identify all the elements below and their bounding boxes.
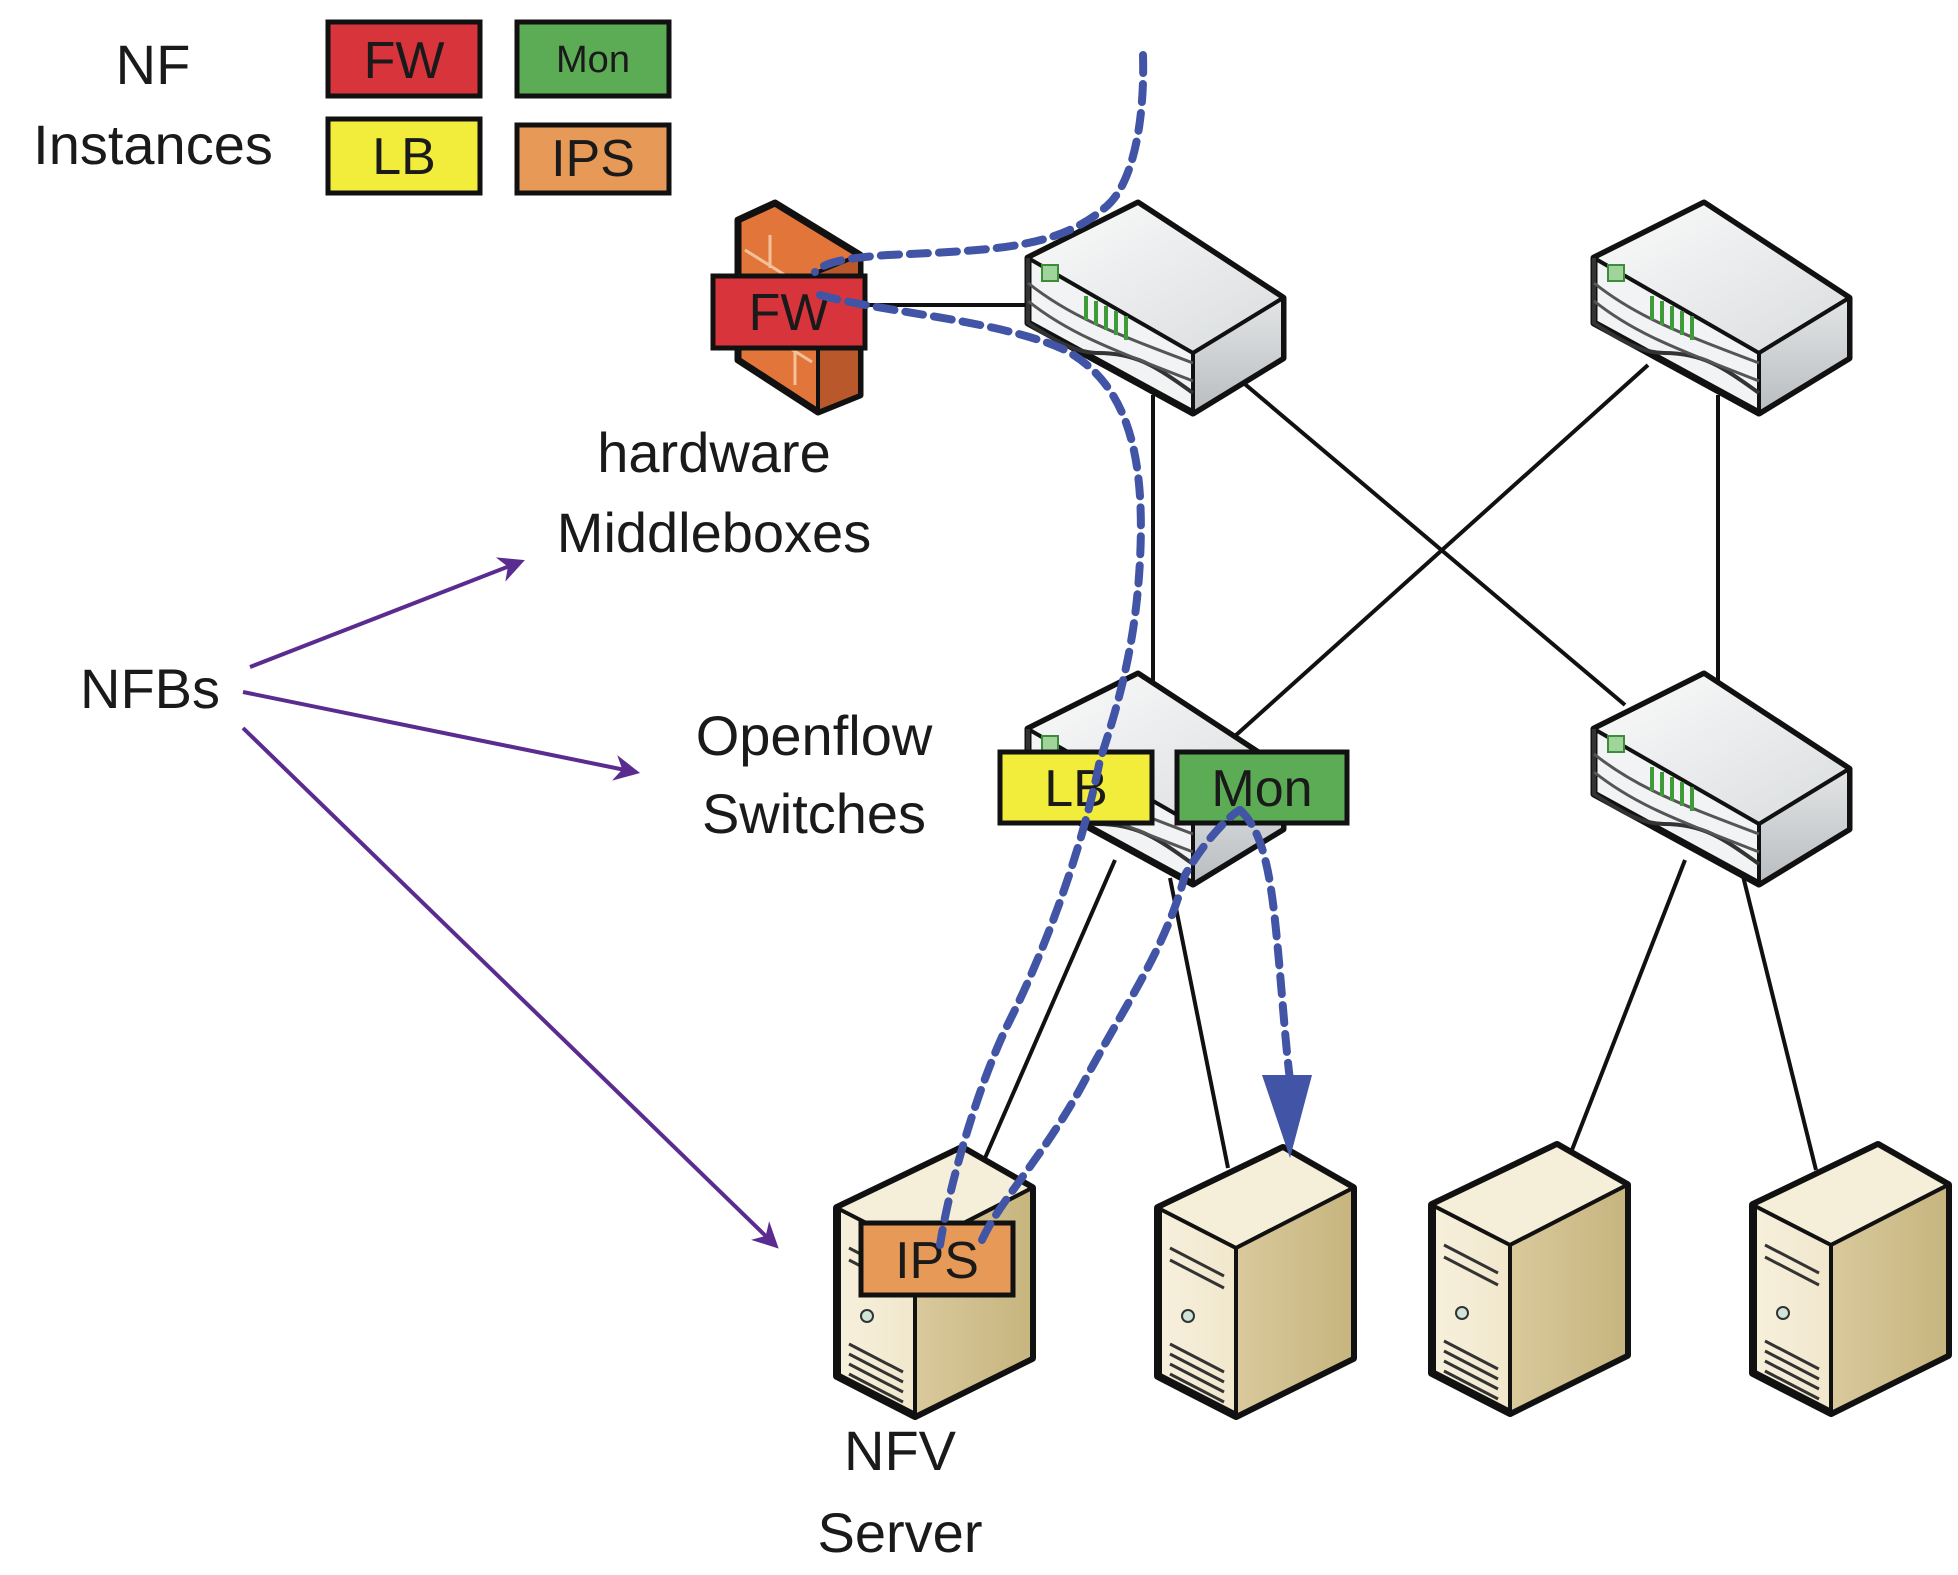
server-icon (1753, 1145, 1948, 1413)
legend-fw-label: FW (364, 32, 445, 90)
server-icon (1432, 1145, 1627, 1413)
link-bottom-right-server4 (1740, 871, 1818, 1171)
legend-title-line2: Instances (33, 113, 273, 176)
link-top-right-bottom-left (1223, 363, 1650, 747)
openflow-label-line1: Openflow (696, 704, 933, 767)
legend-title-line1: NF (116, 33, 191, 96)
hardware-label-line2: Middleboxes (557, 501, 871, 564)
arrow-to-openflow (242, 690, 641, 781)
ips-instance: IPS (858, 1220, 1016, 1298)
legend-mon-swatch (514, 19, 672, 99)
mon-instance: Mon (1174, 749, 1350, 826)
legend-lb-label: LB (372, 128, 436, 186)
legend-mon-label: Mon (556, 39, 630, 81)
fw-instance-label: FW (749, 284, 830, 342)
arrow-to-hardware (249, 557, 525, 669)
traffic-flow-path (811, 51, 1294, 1249)
mon-instance-label: Mon (1211, 760, 1312, 818)
nfv-label-line2: Server (818, 1501, 983, 1564)
legend-lb-swatch (325, 116, 483, 196)
fw-instance: FW (710, 273, 868, 351)
hardware-label-line1: hardware (597, 421, 830, 484)
legend-ips-swatch (514, 122, 672, 196)
server-icon (1158, 1148, 1353, 1416)
nfv-label-line1: NFV (844, 1419, 957, 1482)
flow-arrowhead (1262, 1075, 1312, 1158)
legend-ips-label: IPS (551, 130, 635, 188)
nfbs-label: NFBs (80, 657, 220, 720)
lb-instance: LB (997, 749, 1155, 826)
arrow-to-nfv-server (241, 726, 779, 1249)
link-top-left-bottom-right (1238, 378, 1627, 707)
switch-icon (1594, 674, 1849, 884)
link-bottom-right-server3 (1568, 859, 1687, 1156)
openflow-label-line2: Switches (702, 782, 926, 845)
link-bottom-left-server2 (1168, 877, 1230, 1169)
legend-fw-swatch (325, 19, 483, 99)
legend: NF Instances FW Mon LB IPS (33, 19, 672, 196)
link-bottom-left-nfv-server (983, 859, 1117, 1159)
nfb-arrows (241, 557, 779, 1249)
